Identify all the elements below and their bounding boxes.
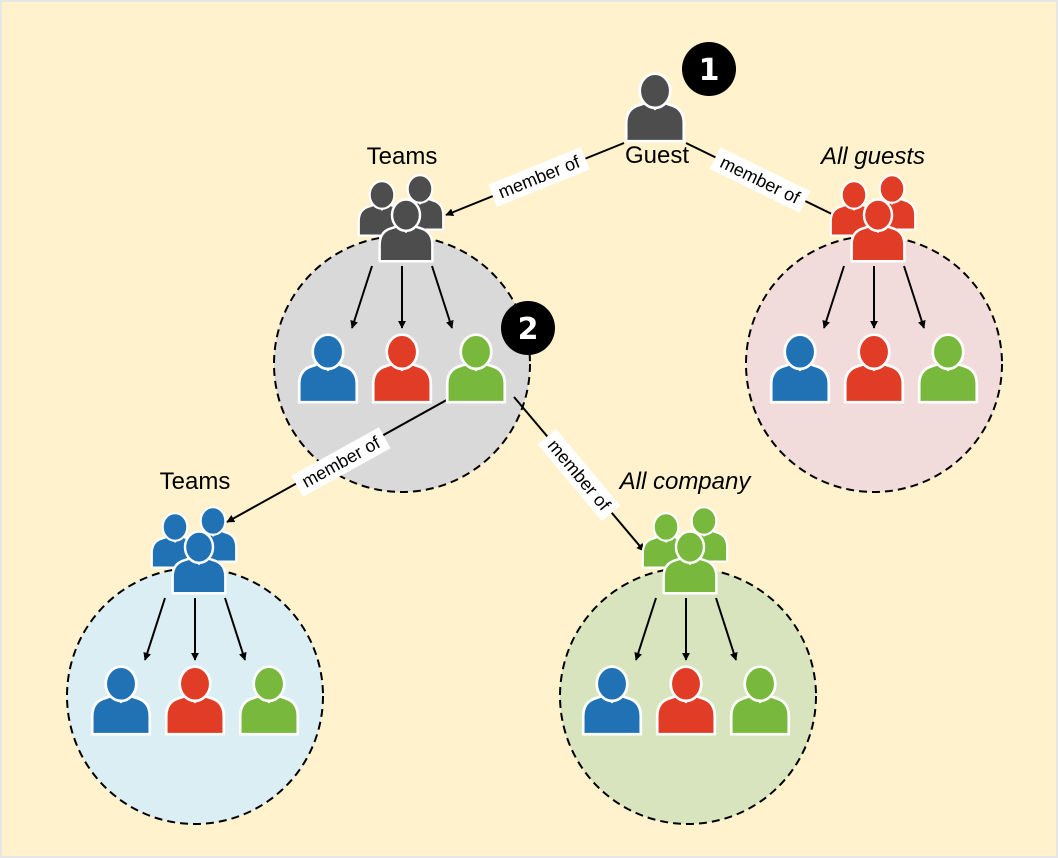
all-guests-fanout xyxy=(822,265,926,329)
teams-top-fanout xyxy=(350,265,454,329)
all-company-label: All company xyxy=(618,468,753,495)
teams-bottom-label: Teams xyxy=(160,468,231,495)
all-guests-members xyxy=(769,333,979,404)
badge-1-number: 1 xyxy=(699,53,720,88)
all_company-fan-arrow-0 xyxy=(634,597,657,661)
all_guests-fan-arrow-0 xyxy=(822,265,845,329)
all_company-fan-arrow-2 xyxy=(715,597,738,661)
teams-bottom-members xyxy=(90,665,300,736)
all-guests-label: All guests xyxy=(819,143,925,170)
teams_bottom-fan-arrow-2 xyxy=(224,597,247,661)
teams_top-fan-arrow-2 xyxy=(431,265,454,329)
teams-bottom-fanout xyxy=(143,597,247,661)
badge-1-circle xyxy=(682,42,736,96)
guest-label: Guest xyxy=(625,142,689,169)
all_guests-fan-arrow-2 xyxy=(903,265,926,329)
badge-2-circle xyxy=(501,301,555,355)
teams-top-label: Teams xyxy=(367,143,438,170)
teams_top-fan-arrow-0 xyxy=(350,265,373,329)
teams-top-members xyxy=(297,333,507,404)
all-company-fanout xyxy=(634,597,738,661)
all-company-members xyxy=(581,665,791,736)
badge-2-number: 2 xyxy=(518,312,539,347)
teams_bottom-fan-arrow-0 xyxy=(143,597,166,661)
